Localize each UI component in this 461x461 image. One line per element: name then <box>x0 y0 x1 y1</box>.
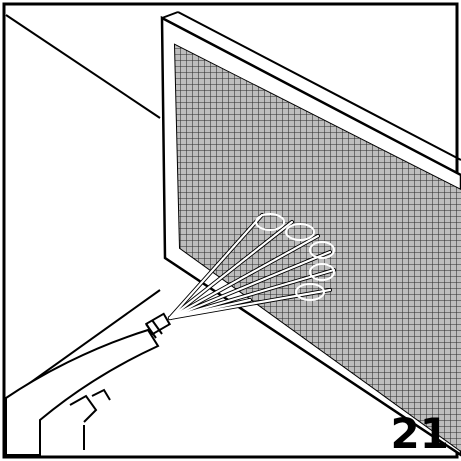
water-spray <box>168 213 336 320</box>
step-number: 21 <box>390 409 449 458</box>
spray-nozzle-icon <box>5 312 172 456</box>
